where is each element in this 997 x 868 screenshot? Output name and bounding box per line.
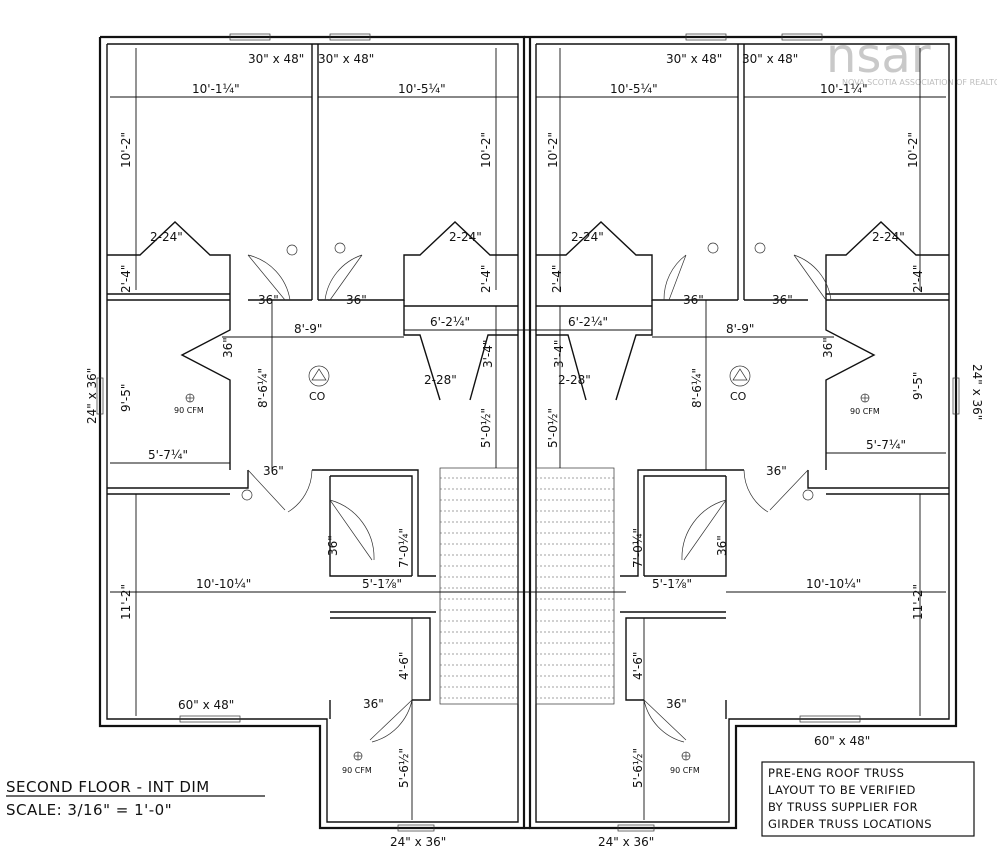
dimension-label: 10'-2"	[906, 132, 920, 168]
dimension-lines	[110, 48, 946, 820]
dimension-label: 2'-4"	[550, 265, 564, 293]
co-detector-icon	[729, 365, 751, 387]
fan-label: 90 CFM	[670, 766, 700, 775]
door-label: 36"	[666, 697, 687, 711]
dimension-label: 5'-1⅞"	[362, 577, 402, 591]
door-label: 36"	[766, 464, 787, 478]
dimension-label: 10'-10¼"	[806, 577, 861, 591]
dimension-label: 4'-6"	[397, 652, 411, 680]
co-label: CO	[309, 390, 326, 403]
door-swings	[247, 254, 832, 743]
door-label: 36"	[221, 337, 235, 358]
dimension-label: 9'-5"	[119, 384, 133, 412]
door-label: 36"	[363, 697, 384, 711]
window-label: 30" x 48"	[742, 52, 798, 66]
dimension-label: 5'-0½"	[546, 408, 560, 448]
door-label: 36"	[263, 464, 284, 478]
closet-door-label: 2-24"	[872, 230, 905, 244]
closet-door-label: 2-24"	[449, 230, 482, 244]
window-label: 30" x 48"	[318, 52, 374, 66]
dimension-label: 10'-2"	[479, 132, 493, 168]
plan-labels: 30" x 48" 30" x 48" 30" x 48" 30" x 48" …	[85, 52, 984, 849]
dimension-label: 8'-6¼"	[256, 368, 270, 408]
dimension-label: 10'-1¼"	[820, 82, 868, 96]
exterior-walls	[98, 35, 958, 830]
fan-icon	[185, 393, 195, 403]
dimension-label: 6'-2¼"	[430, 315, 470, 329]
dimension-label: 11'-2"	[119, 584, 133, 620]
closet-door-label: 2-24"	[150, 230, 183, 244]
dimension-label: 8'-6¼"	[690, 368, 704, 408]
window-label: 24" x 36"	[390, 835, 446, 849]
door-label: 36"	[821, 337, 835, 358]
dimension-label: 5'-7¼"	[866, 438, 906, 452]
door-label: 36"	[683, 293, 704, 307]
window-label: 30" x 48"	[666, 52, 722, 66]
dimension-label: 10'-2"	[546, 132, 560, 168]
dimension-label: 6'-2¼"	[568, 315, 608, 329]
dimension-label: 7'-0¼"	[631, 528, 645, 568]
dimension-label: 8'-9"	[726, 322, 754, 336]
window-label: 24" x 36"	[85, 368, 99, 424]
dimension-label: 4'-6"	[631, 652, 645, 680]
stairs	[439, 467, 615, 705]
truss-note-box: PRE-ENG ROOF TRUSS LAYOUT TO BE VERIFIED…	[761, 761, 975, 837]
door-label: 36"	[258, 293, 279, 307]
title-block: SECOND FLOOR - INT DIM SCALE: 3/16" = 1'…	[6, 778, 265, 819]
closet-door-label: 2-28"	[424, 373, 457, 387]
dimension-label: 5'-1⅞"	[652, 577, 692, 591]
dimension-label: 10'-5¼"	[610, 82, 658, 96]
co-detector-icon	[308, 365, 330, 387]
windows	[96, 33, 960, 832]
dimension-label: 8'-9"	[294, 322, 322, 336]
door-label: 36"	[326, 535, 340, 556]
note-line: BY TRUSS SUPPLIER FOR	[768, 800, 918, 814]
note-line: LAYOUT TO BE VERIFIED	[768, 783, 916, 797]
note-line: PRE-ENG ROOF TRUSS	[768, 766, 904, 780]
dimension-label: 9'-5"	[911, 372, 925, 400]
dimension-label: 3'-4"	[552, 340, 566, 368]
drawing-scale: SCALE: 3/16" = 1'-0"	[6, 801, 172, 819]
dimension-label: 10'-5¼"	[398, 82, 446, 96]
fixtures	[185, 242, 870, 761]
dimension-label: 3'-4"	[481, 340, 495, 368]
closet-door-label: 2-28"	[558, 373, 591, 387]
fan-label: 90 CFM	[174, 406, 204, 415]
dimension-label: 5'-6½"	[397, 748, 411, 788]
closet-door-label: 2-24"	[571, 230, 604, 244]
door-label: 36"	[715, 535, 729, 556]
note-line: GIRDER TRUSS LOCATIONS	[768, 817, 932, 831]
dimension-label: 2'-4"	[911, 265, 925, 293]
window-label: 30" x 48"	[248, 52, 304, 66]
door-label: 36"	[346, 293, 367, 307]
dimension-label: 10'-10¼"	[196, 577, 251, 591]
dimension-label: 11'-2"	[911, 584, 925, 620]
fan-icon	[353, 751, 363, 761]
window-label: 60" x 48"	[178, 698, 234, 712]
drawing-title: SECOND FLOOR - INT DIM	[6, 778, 210, 796]
co-label: CO	[730, 390, 747, 403]
window-label: 60" x 48"	[814, 734, 870, 748]
dimension-label: 10'-2"	[119, 132, 133, 168]
door-label: 36"	[772, 293, 793, 307]
fan-icon	[681, 751, 691, 761]
dimension-label: 2'-4"	[119, 265, 133, 293]
watermark-tagline: NOVA SCOTIA ASSOCIATION OF REALTORS	[842, 78, 997, 87]
fan-icon	[860, 393, 870, 403]
interior-walls-left	[107, 44, 518, 719]
dimension-label: 5'-6½"	[631, 748, 645, 788]
dimension-label: 5'-7¼"	[148, 448, 188, 462]
dimension-label: 7'-0¼"	[397, 528, 411, 568]
window-label: 24" x 36"	[598, 835, 654, 849]
fan-label: 90 CFM	[850, 407, 880, 416]
fan-label: 90 CFM	[342, 766, 372, 775]
dimension-label: 2'-4"	[479, 265, 493, 293]
dimension-label: 10'-1¼"	[192, 82, 240, 96]
window-label: 24" x 36"	[970, 364, 984, 420]
dimension-label: 5'-0½"	[479, 408, 493, 448]
interior-walls-right	[536, 44, 949, 719]
